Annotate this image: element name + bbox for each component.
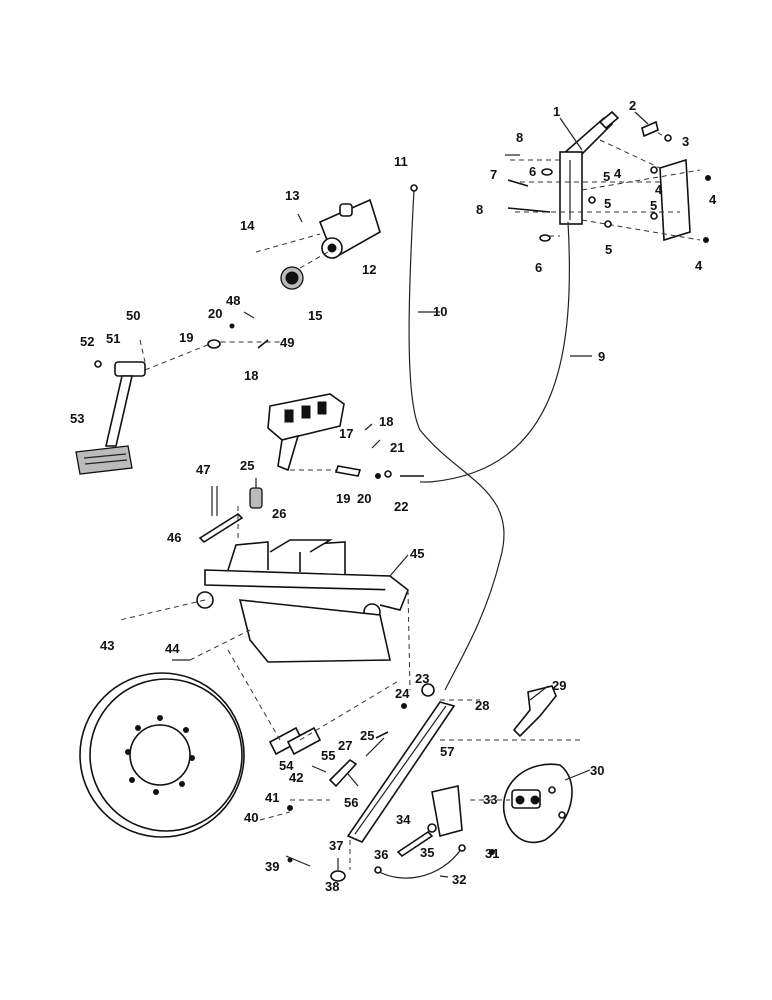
part-label: 27 [338, 738, 352, 753]
part-label: 21 [390, 440, 404, 455]
part-label: 17 [339, 426, 353, 441]
part-label: 4 [709, 192, 717, 207]
part-label: 41 [265, 790, 279, 805]
part-label: 5 [603, 169, 610, 184]
part-label: 3 [682, 134, 689, 149]
part-label: 36 [374, 847, 388, 862]
bracket-33 [396, 785, 463, 858]
part-label: 5 [604, 196, 611, 211]
part-label: 19 [179, 330, 193, 345]
lever-small-parts [505, 120, 711, 243]
part-label: 20 [357, 491, 371, 506]
frame-cross-bar [119, 539, 411, 691]
part-label: 51 [106, 331, 120, 346]
part-label: 5 [605, 242, 612, 257]
callout-leaders [172, 111, 649, 878]
part-label: 18 [379, 414, 393, 429]
brake-caliper [440, 685, 580, 844]
part-label: 18 [244, 368, 258, 383]
part-label: 39 [265, 859, 279, 874]
part-label: 6 [529, 164, 536, 179]
part-label: 15 [308, 308, 322, 323]
brake-cable-10 [408, 184, 505, 691]
part-label: 22 [394, 499, 408, 514]
brake-pedal [75, 311, 280, 475]
part-label: 53 [70, 411, 84, 426]
part-label: 8 [476, 202, 483, 217]
part-label: 23 [415, 671, 429, 686]
part-label: 44 [165, 641, 180, 656]
part-label: 57 [440, 744, 454, 759]
part-label: 10 [433, 304, 447, 319]
part-label: 42 [289, 770, 303, 785]
part-label: 2 [629, 98, 636, 113]
part-label: 56 [344, 795, 358, 810]
part-label: 35 [420, 845, 434, 860]
caliper-link-arm [290, 683, 480, 870]
part-label: 47 [196, 462, 210, 477]
part-label: 50 [126, 308, 140, 323]
small-hardware [259, 703, 495, 882]
part-label: 34 [396, 812, 411, 827]
part-label: 33 [483, 792, 497, 807]
brake-disc [79, 629, 251, 838]
part-label: 13 [285, 188, 299, 203]
part-label: 52 [80, 334, 94, 349]
part-label: 38 [325, 879, 339, 894]
part-label: 6 [535, 260, 542, 275]
part-label: 8 [516, 130, 523, 145]
mounting-plate [659, 158, 691, 242]
part-label: 26 [272, 506, 286, 521]
cable-32 [374, 844, 466, 879]
part-labels: 1 2 3 4 4 4 4 5 5 5 5 6 6 7 8 8 9 10 11 … [70, 98, 717, 894]
part-label: 30 [590, 763, 604, 778]
hand-brake-lever [559, 110, 620, 225]
part-label: 5 [650, 198, 657, 213]
part-label: 11 [394, 154, 408, 169]
part-label: 14 [240, 218, 255, 233]
part-label: 24 [395, 686, 410, 701]
part-label: 54 [279, 758, 294, 773]
part-label: 4 [614, 166, 622, 181]
part-label: 9 [598, 349, 605, 364]
part-label: 25 [360, 728, 374, 743]
part-label: 32 [452, 872, 466, 887]
brake-cable-9 [420, 221, 570, 483]
part-label: 19 [336, 491, 350, 506]
part-label: 20 [208, 306, 222, 321]
part-label: 1 [553, 104, 560, 119]
part-label: 55 [321, 748, 335, 763]
rollers [227, 649, 401, 756]
part-label: 46 [167, 530, 181, 545]
part-label: 43 [100, 638, 114, 653]
spring-and-pins [198, 478, 263, 544]
valve-linkage-assembly [267, 393, 424, 479]
part-label: 28 [475, 698, 489, 713]
part-label: 40 [244, 810, 258, 825]
part-label: 4 [655, 182, 663, 197]
part-label: 48 [226, 293, 240, 308]
part-label: 37 [329, 838, 343, 853]
part-label: 49 [280, 335, 294, 350]
part-label: 29 [552, 678, 566, 693]
part-label: 12 [362, 262, 376, 277]
master-cylinder [255, 198, 381, 290]
part-label: 25 [240, 458, 254, 473]
part-label: 45 [410, 546, 424, 561]
part-label: 4 [695, 258, 703, 273]
part-label: 7 [490, 167, 497, 182]
part-label: 31 [485, 846, 499, 861]
